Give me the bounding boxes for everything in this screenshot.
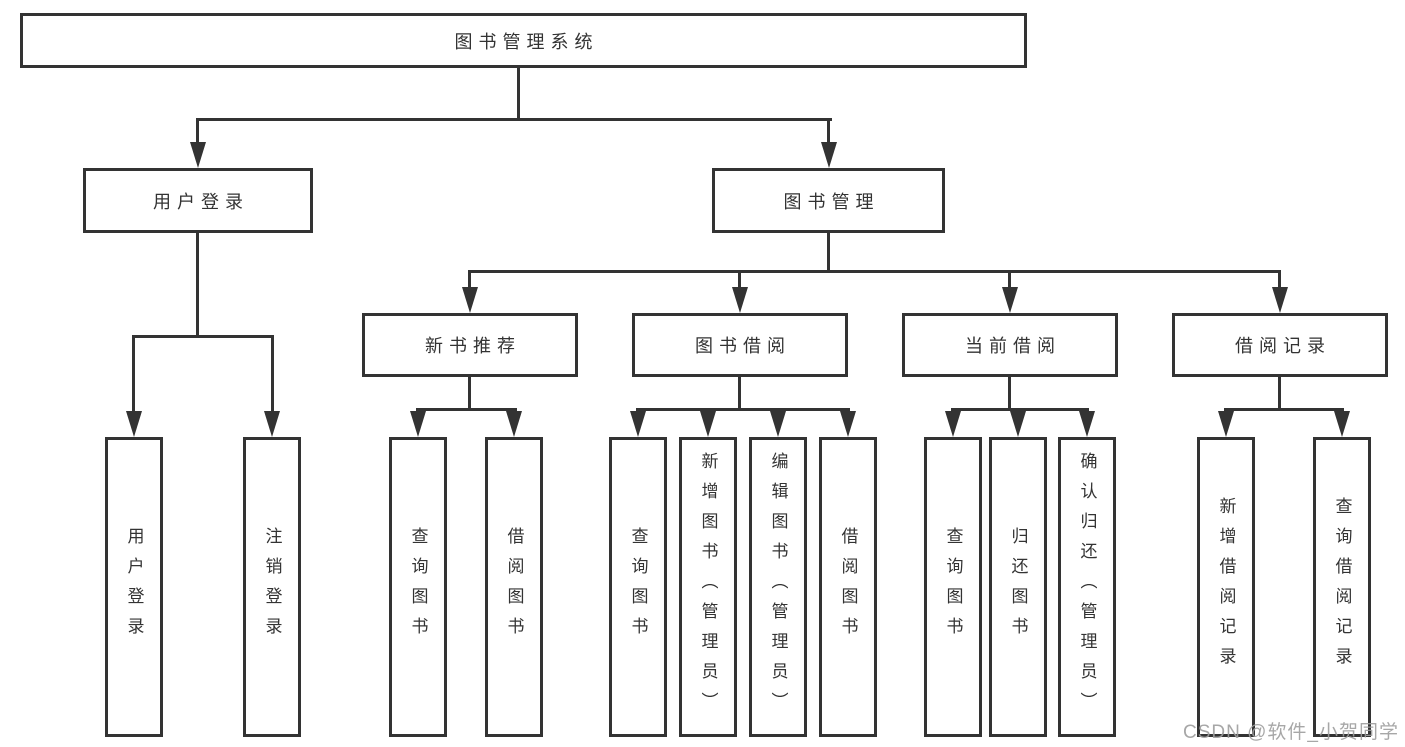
arrow-down-icon — [1334, 411, 1350, 437]
csdn-watermark: CSDN @软件_小贺同学 — [1183, 722, 1399, 743]
leaf-add-borrowing-record: 新增借阅记录 — [1197, 437, 1255, 737]
connector-line — [738, 377, 741, 408]
leaf-label: 查询图书 — [943, 527, 963, 647]
arrow-down-icon — [732, 287, 748, 313]
leaf-user-login: 用户登录 — [105, 437, 163, 737]
connector-line — [738, 270, 741, 287]
arrow-down-icon — [506, 411, 522, 437]
connector-line — [517, 68, 520, 118]
node-current-borrowing: 当前借阅 — [902, 313, 1118, 377]
node-book-management: 图书管理 — [712, 168, 945, 233]
connector-line — [132, 335, 274, 338]
arrow-down-icon — [1002, 287, 1018, 313]
arrow-down-icon — [1010, 411, 1026, 437]
connector-line — [468, 270, 471, 287]
leaf-label: 查询借阅记录 — [1332, 497, 1352, 677]
connector-line — [132, 335, 135, 411]
leaf-query-borrowing-record: 查询借阅记录 — [1313, 437, 1371, 737]
connector-line — [636, 408, 850, 411]
arrow-down-icon — [945, 411, 961, 437]
connector-line — [827, 118, 830, 143]
connector-line — [271, 335, 274, 411]
node-borrowing-records: 借阅记录 — [1172, 313, 1388, 377]
leaf-label: 新增借阅记录 — [1216, 497, 1236, 677]
leaf-label: 借阅图书 — [838, 527, 858, 647]
leaf-query-books-current: 查询图书 — [924, 437, 982, 737]
leaf-add-books-admin: 新增图书（管理员） — [679, 437, 737, 737]
leaf-label: 注销登录 — [262, 527, 282, 647]
arrow-down-icon — [821, 142, 837, 168]
leaf-label: 归还图书 — [1008, 527, 1028, 647]
arrow-down-icon — [700, 411, 716, 437]
connector-line — [416, 408, 517, 411]
node-label: 当前借阅 — [965, 336, 1061, 356]
arrow-down-icon — [630, 411, 646, 437]
connector-line — [196, 118, 832, 121]
leaf-label: 用户登录 — [124, 527, 144, 647]
leaf-query-books-borrowing: 查询图书 — [609, 437, 667, 737]
connector-line — [827, 233, 830, 270]
leaf-confirm-return-admin: 确认归还（管理员） — [1058, 437, 1116, 737]
node-label: 图书管理系统 — [454, 31, 599, 52]
arrow-down-icon — [1218, 411, 1234, 437]
arrow-down-icon — [462, 287, 478, 313]
connector-line — [1278, 377, 1281, 408]
arrow-down-icon — [264, 411, 280, 437]
leaf-label: 查询图书 — [408, 527, 428, 647]
leaf-label: 确认归还（管理员） — [1077, 452, 1097, 722]
leaf-label: 借阅图书 — [504, 527, 524, 647]
leaf-query-books-recommend: 查询图书 — [389, 437, 447, 737]
arrow-down-icon — [1272, 287, 1288, 313]
connector-line — [951, 408, 1089, 411]
node-label: 用户登录 — [153, 191, 249, 212]
arrow-down-icon — [770, 411, 786, 437]
leaf-edit-books-admin: 编辑图书（管理员） — [749, 437, 807, 737]
connector-line — [196, 233, 199, 335]
connector-line — [196, 118, 199, 143]
connector-line — [1278, 270, 1281, 287]
node-library-management-system: 图书管理系统 — [20, 13, 1027, 68]
arrow-down-icon — [190, 142, 206, 168]
leaf-borrow-books-recommend: 借阅图书 — [485, 437, 543, 737]
leaf-label: 查询图书 — [628, 527, 648, 647]
connector-line — [1008, 377, 1011, 408]
node-label: 图书借阅 — [695, 336, 791, 356]
connector-line — [1224, 408, 1344, 411]
arrow-down-icon — [126, 411, 142, 437]
connector-line — [468, 270, 1281, 273]
node-new-book-recommendation: 新书推荐 — [362, 313, 578, 377]
leaf-return-books: 归还图书 — [989, 437, 1047, 737]
node-label: 新书推荐 — [425, 336, 521, 356]
connector-line — [1008, 270, 1011, 287]
arrow-down-icon — [410, 411, 426, 437]
leaf-label: 编辑图书（管理员） — [768, 452, 788, 722]
node-label: 借阅记录 — [1235, 336, 1331, 356]
connector-line — [468, 377, 471, 408]
leaf-label: 新增图书（管理员） — [698, 452, 718, 722]
node-label: 图书管理 — [783, 191, 880, 212]
node-book-borrowing: 图书借阅 — [632, 313, 848, 377]
arrow-down-icon — [1079, 411, 1095, 437]
arrow-down-icon — [840, 411, 856, 437]
node-user-login: 用户登录 — [83, 168, 313, 233]
leaf-logout: 注销登录 — [243, 437, 301, 737]
leaf-borrow-books: 借阅图书 — [819, 437, 877, 737]
